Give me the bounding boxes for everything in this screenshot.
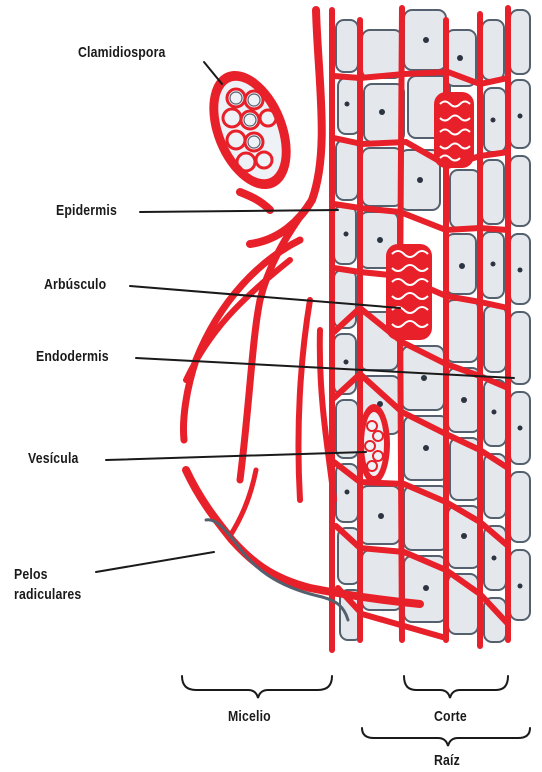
brace-micelio [182,676,332,698]
label-pelos: Pelos [14,566,48,583]
leader-pelos [96,552,214,572]
label-micelio: Micelio [228,708,271,725]
label-epidermis: Epidermis [56,202,117,219]
arbuscule-upper [434,92,474,168]
chlamydospore [193,59,306,201]
arbuscule-lower [386,244,432,340]
vesicle [358,404,390,484]
label-vesicula: Vesícula [28,450,79,467]
label-corte: Corte [434,708,467,725]
label-endodermis: Endodermis [36,348,109,365]
label-arbusculo: Arbúsculo [44,276,106,293]
label-raiz: Raíz [434,752,460,769]
leader-clamidiospora [204,62,222,84]
root-hair [206,520,348,620]
brace-corte [404,676,508,698]
label-radiculares: radiculares [14,586,81,603]
label-clamidiospora: Clamidiospora [78,44,166,61]
brace-raiz [362,728,530,746]
